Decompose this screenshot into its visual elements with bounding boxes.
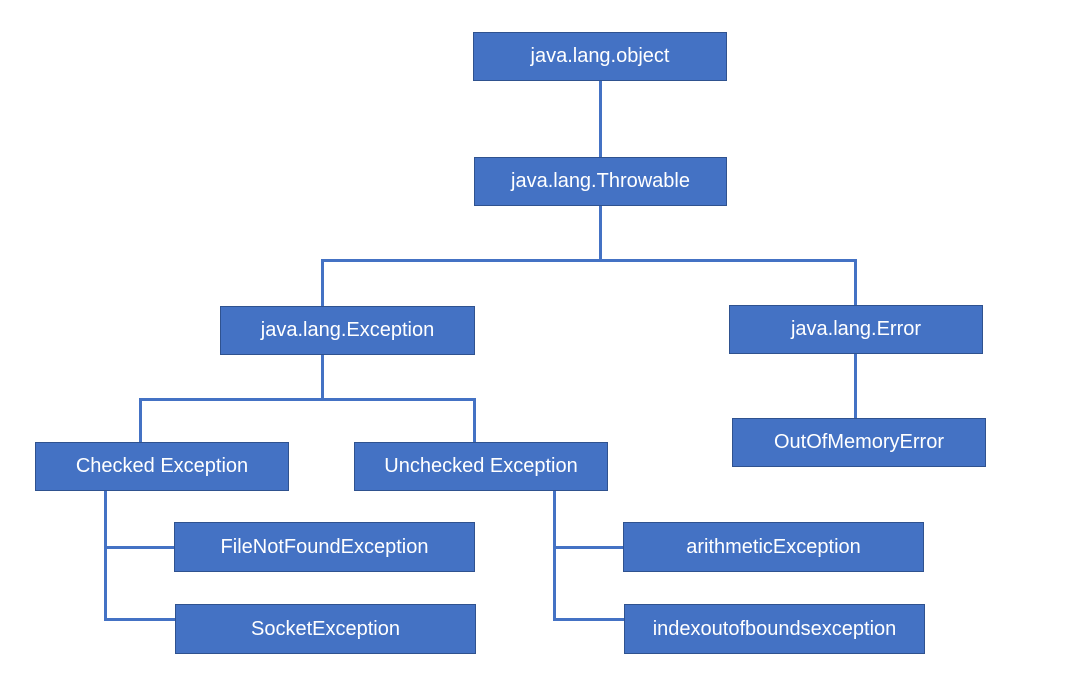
connector-checked-filenotfound bbox=[104, 546, 176, 549]
connector-branch-checked bbox=[139, 398, 142, 443]
connector-error-outofmemory bbox=[854, 353, 857, 419]
node-unchecked-exception: Unchecked Exception bbox=[354, 442, 608, 491]
node-index-out-of-bounds-exception: indexoutofboundsexception bbox=[624, 604, 925, 654]
connector-throwable-down bbox=[599, 205, 602, 261]
node-throwable: java.lang.Throwable bbox=[474, 157, 727, 206]
node-exception: java.lang.Exception bbox=[220, 306, 475, 355]
connector-unchecked-indexoutofbounds bbox=[553, 618, 625, 621]
node-checked-exception: Checked Exception bbox=[35, 442, 289, 491]
node-arithmetic-exception: arithmeticException bbox=[623, 522, 924, 572]
node-error: java.lang.Error bbox=[729, 305, 983, 354]
node-out-of-memory-error: OutOfMemoryError bbox=[732, 418, 986, 467]
connector-checked-down bbox=[104, 490, 107, 620]
connector-exception-down bbox=[321, 354, 324, 400]
connector-unchecked-down bbox=[553, 490, 556, 620]
connector-throwable-branch bbox=[321, 259, 857, 262]
node-object: java.lang.object bbox=[473, 32, 727, 81]
connector-unchecked-arithmetic bbox=[553, 546, 625, 549]
connector-branch-unchecked bbox=[473, 398, 476, 443]
connector-object-throwable bbox=[599, 80, 602, 158]
connector-exception-branch bbox=[139, 398, 476, 401]
node-file-not-found-exception: FileNotFoundException bbox=[174, 522, 475, 572]
connector-branch-error bbox=[854, 259, 857, 307]
node-socket-exception: SocketException bbox=[175, 604, 476, 654]
connector-branch-exception bbox=[321, 259, 324, 307]
connector-checked-socket bbox=[104, 618, 176, 621]
